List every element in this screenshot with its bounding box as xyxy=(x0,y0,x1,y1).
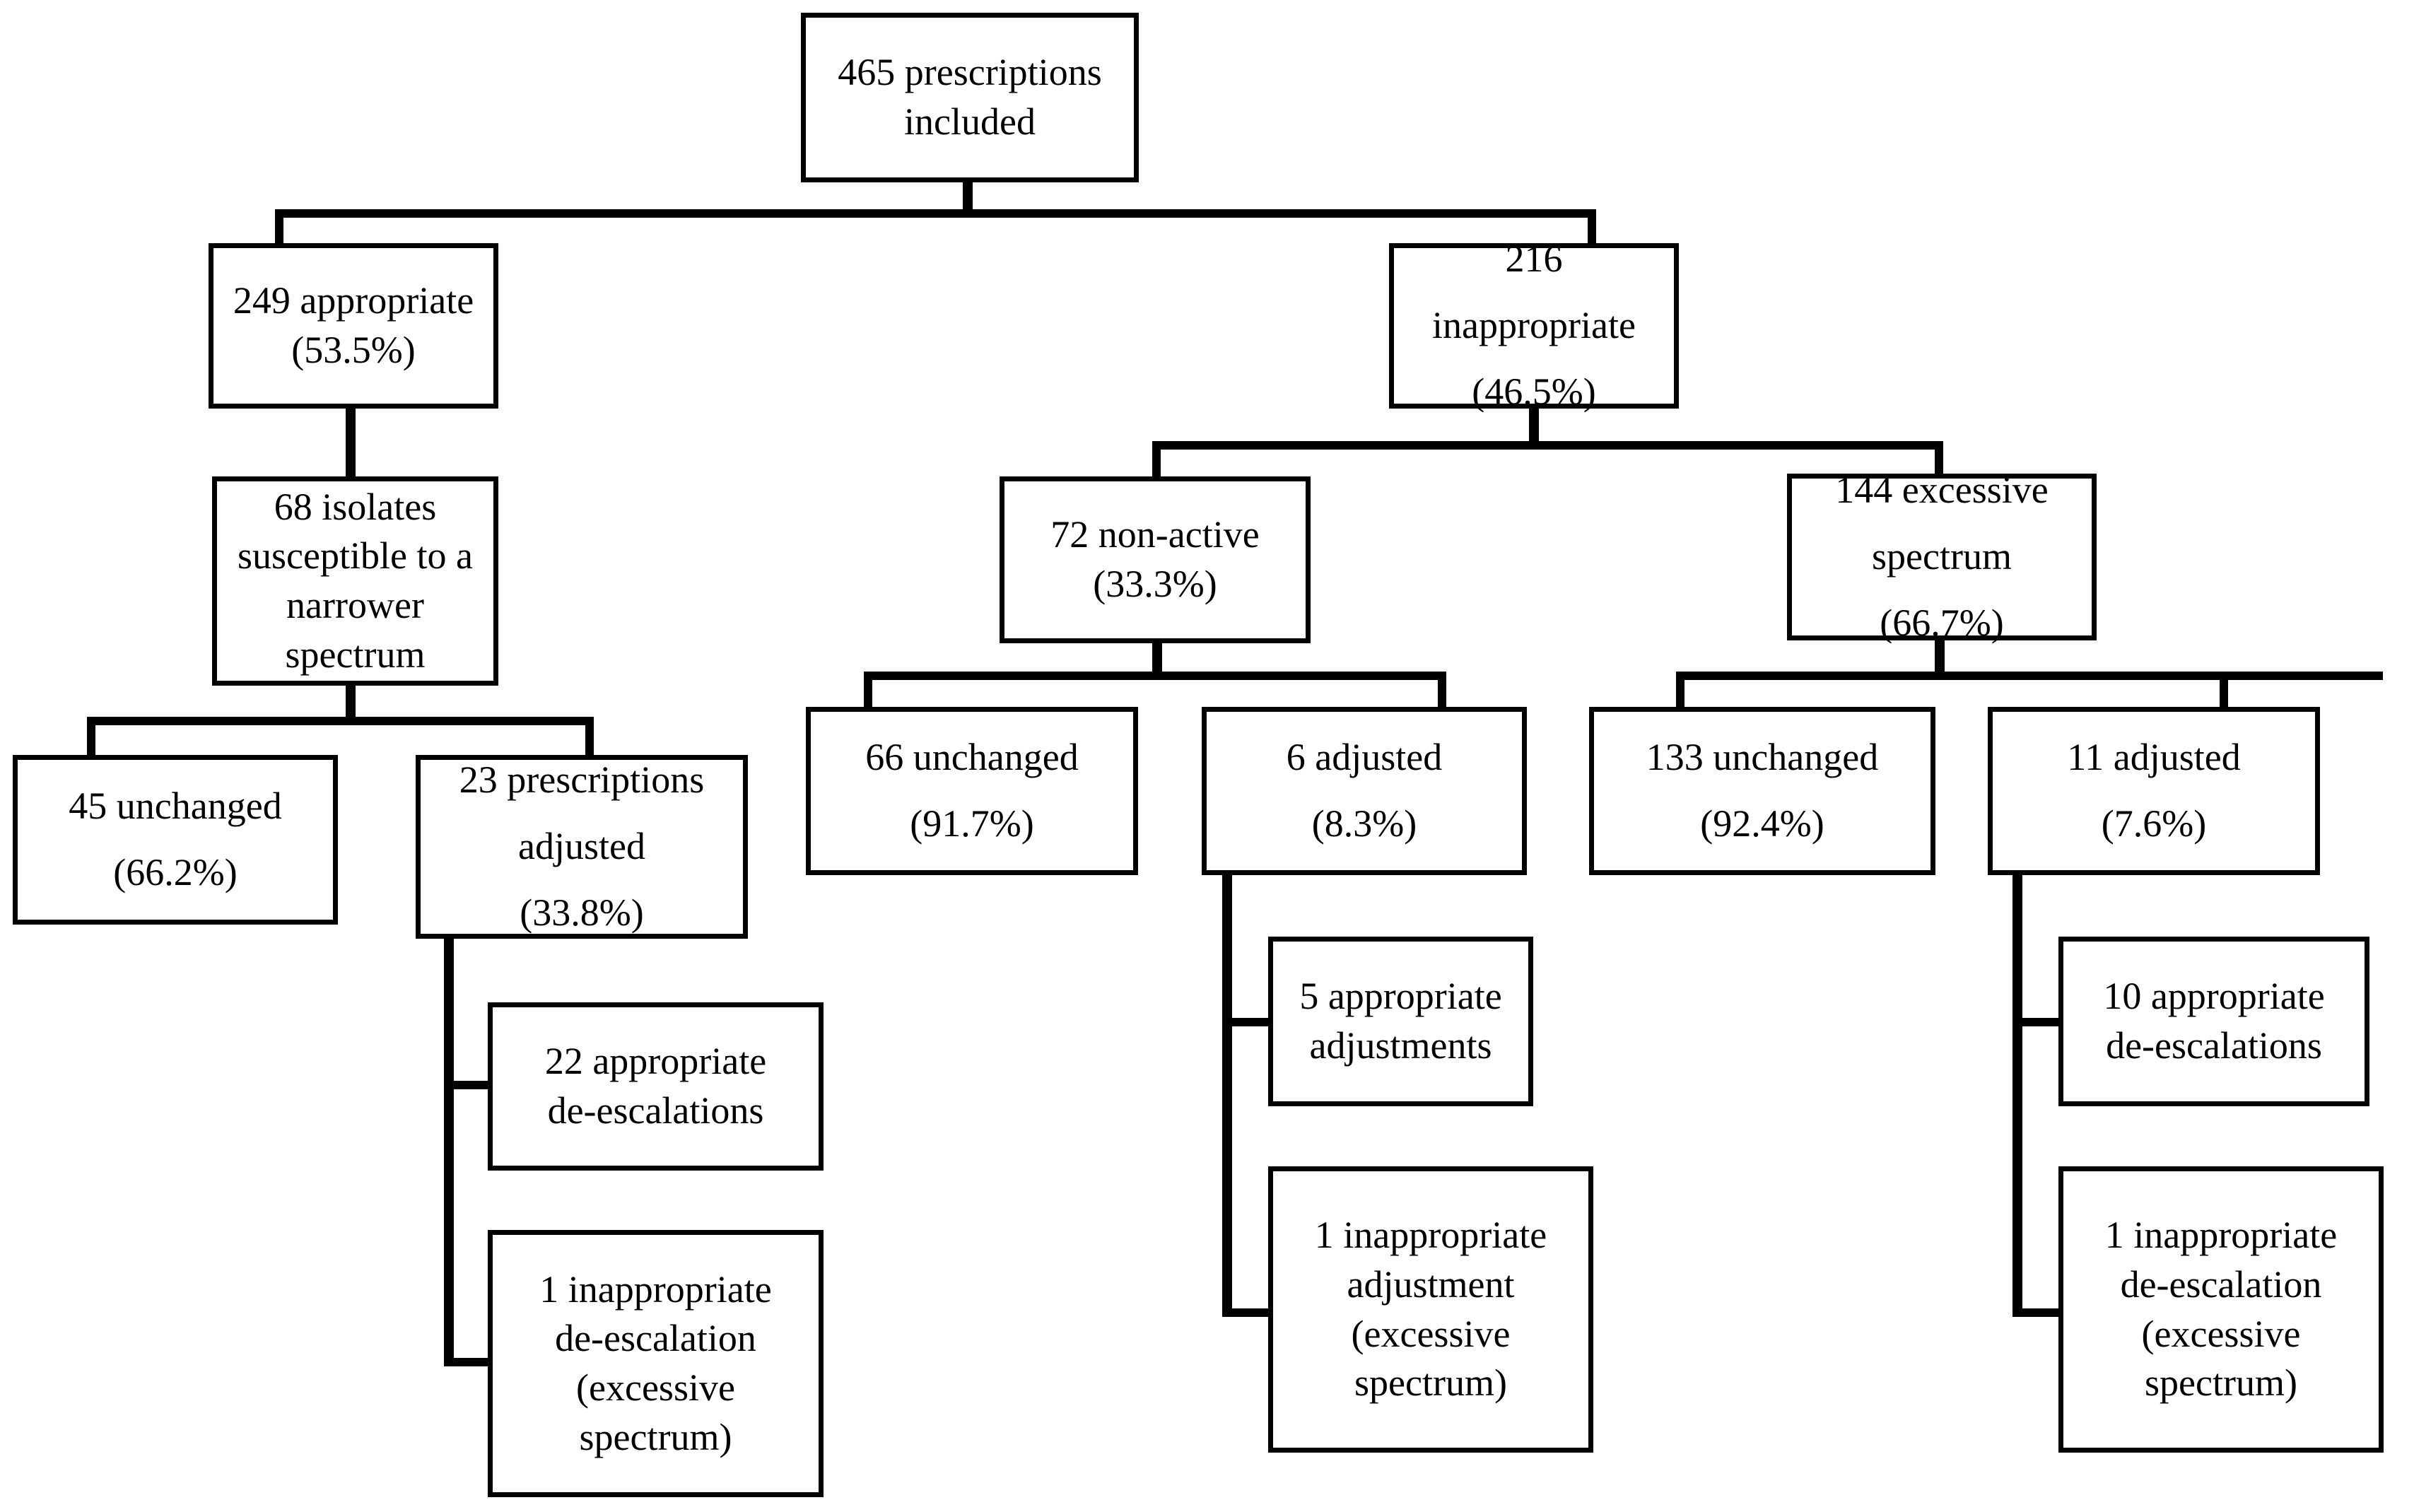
connector-nonactive-stem xyxy=(1152,642,1162,676)
appropriate-adjustments-5-box[interactable]: 5 appropriate adjustments xyxy=(1268,937,1533,1106)
node-line: 45 unchanged xyxy=(69,785,282,828)
node-line: de-escalations xyxy=(2106,1024,2322,1067)
node-line: 133 unchanged xyxy=(1646,736,1879,779)
connector-root-bar xyxy=(275,209,1596,218)
connector-root-to-appropriate xyxy=(275,209,283,243)
connector-excessive-bar xyxy=(1676,672,2383,680)
connector-adjusted6-to-adj1 xyxy=(1222,1308,1273,1317)
node-line: (66.2%) xyxy=(113,851,238,893)
connector-adjusted6-stem xyxy=(1222,873,1232,1317)
connector-inappropriate-stem xyxy=(1529,409,1539,445)
connector-isolates-bar xyxy=(87,717,594,725)
connector-nonactive-to-unchanged66 xyxy=(864,672,872,708)
connector-inappropriate-to-excessive xyxy=(1935,441,1943,476)
node-line: included xyxy=(904,100,1036,143)
connector-inappropriate-bar xyxy=(1152,441,1943,450)
node-line: 66 unchanged xyxy=(865,736,1079,779)
narrower-unchanged-box[interactable]: 45 unchanged (66.2%) xyxy=(13,755,338,925)
inappropriate-de-escalation-1-left-box[interactable]: 1 inappropriate de-escalation (excessive… xyxy=(488,1230,824,1497)
connector-adjusted6-to-adj5 xyxy=(1222,1018,1273,1026)
node-line: susceptible to a xyxy=(238,534,473,578)
connector-inappropriate-to-nonactive xyxy=(1152,441,1161,476)
node-line: 23 prescriptions xyxy=(459,758,705,802)
connector-nonactive-to-adjusted6 xyxy=(1438,672,1446,708)
node-line: adjustment xyxy=(1347,1262,1515,1306)
node-line: (excessive xyxy=(1351,1312,1511,1355)
connector-root-stem xyxy=(963,182,973,215)
inappropriate-prescriptions-box[interactable]: 216 inappropriate (46.5%) xyxy=(1389,238,1679,413)
node-line: de-escalation xyxy=(555,1317,756,1360)
excessive-unchanged-box[interactable]: 133 unchanged (92.4%) xyxy=(1589,707,1935,875)
connector-excessive-to-unchanged133 xyxy=(1676,672,1684,708)
non-active-unchanged-box[interactable]: 66 unchanged (91.7%) xyxy=(806,707,1138,875)
node-line: 5 appropriate xyxy=(1299,975,1502,1018)
narrower-adjusted-box[interactable]: 23 prescriptions adjusted (33.8%) xyxy=(416,755,748,939)
connector-adjusted23-stem xyxy=(444,932,454,1366)
node-line: (91.7%) xyxy=(910,802,1034,845)
node-line: spectrum xyxy=(1872,535,2012,578)
node-line: inappropriate xyxy=(1432,304,1636,347)
node-line: 6 adjusted xyxy=(1286,736,1443,779)
node-line: 144 excessive xyxy=(1835,469,2049,512)
excessive-spectrum-box[interactable]: 144 excessive spectrum (66.7%) xyxy=(1787,469,2097,644)
node-line: de-escalation xyxy=(2120,1262,2322,1306)
connector-adjusted11-to-deesc10 xyxy=(2012,1018,2063,1026)
node-line: narrower xyxy=(286,584,424,626)
node-line: 1 inappropriate xyxy=(539,1267,772,1311)
appropriate-prescriptions-box[interactable]: 249 appropriate (53.5%) xyxy=(209,243,498,409)
node-line: 216 xyxy=(1505,238,1563,281)
connector-adjusted23-to-deesc22 xyxy=(444,1081,493,1089)
non-active-adjusted-box[interactable]: 6 adjusted (8.3%) xyxy=(1202,707,1527,875)
non-active-box[interactable]: 72 non-active (33.3%) xyxy=(1000,476,1311,643)
connector-root-to-inappropriate xyxy=(1588,209,1596,243)
node-line: (66.7%) xyxy=(1880,601,2004,644)
node-line: spectrum) xyxy=(579,1415,732,1458)
excessive-adjusted-box[interactable]: 11 adjusted (7.6%) xyxy=(1988,707,2320,875)
inappropriate-de-escalation-1-right-box[interactable]: 1 inappropriate de-escalation (excessive… xyxy=(2058,1166,2384,1453)
connector-excessive-stem xyxy=(1935,638,1945,675)
connector-appropriate-to-isolates xyxy=(346,407,356,476)
node-line: (7.6%) xyxy=(2101,802,2207,845)
node-line: spectrum) xyxy=(2145,1361,2297,1405)
inappropriate-adjustment-1-box[interactable]: 1 inappropriate adjustment (excessive sp… xyxy=(1268,1166,1593,1453)
node-line: de-escalations xyxy=(547,1089,764,1132)
node-line: 465 prescriptions xyxy=(838,51,1102,94)
node-line: (excessive xyxy=(576,1366,735,1409)
node-line: (53.5%) xyxy=(291,329,416,371)
connector-adjusted23-to-deesc1left xyxy=(444,1358,493,1366)
connector-isolates-stem xyxy=(346,684,356,721)
node-line: (33.3%) xyxy=(1093,563,1217,605)
connector-nonactive-bar xyxy=(864,672,1446,680)
connector-isolates-to-adjusted23 xyxy=(585,717,594,758)
total-prescriptions-box[interactable]: 465 prescriptions included xyxy=(801,13,1139,182)
node-line: 72 non-active xyxy=(1050,513,1260,556)
node-line: adjustments xyxy=(1309,1024,1492,1067)
connector-adjusted11-to-deesc1right xyxy=(2012,1308,2063,1317)
appropriate-de-escalations-10-box[interactable]: 10 appropriate de-escalations xyxy=(2058,937,2369,1106)
node-line: (92.4%) xyxy=(1700,802,1824,845)
node-line: spectrum xyxy=(285,633,426,676)
isolates-susceptible-narrower-box[interactable]: 68 isolates susceptible to a narrower sp… xyxy=(212,476,498,686)
node-line: 1 inappropriate xyxy=(1314,1214,1547,1257)
node-line: (8.3%) xyxy=(1311,802,1417,845)
connector-adjusted11-stem xyxy=(2012,873,2022,1317)
node-line: (excessive xyxy=(2141,1312,2301,1355)
node-line: 11 adjusted xyxy=(2067,736,2241,779)
node-line: (33.8%) xyxy=(520,891,644,934)
node-line: 22 appropriate xyxy=(544,1040,767,1083)
node-line: adjusted xyxy=(518,825,645,868)
appropriate-de-escalations-22-box[interactable]: 22 appropriate de-escalations xyxy=(488,1002,824,1171)
node-line: spectrum) xyxy=(1354,1361,1507,1405)
connector-isolates-to-unchanged45 xyxy=(87,717,95,758)
node-line: 249 appropriate xyxy=(233,279,474,322)
node-line: (46.5%) xyxy=(1472,370,1596,413)
node-line: 1 inappropriate xyxy=(2104,1214,2338,1257)
connector-excessive-to-adjusted11 xyxy=(2220,672,2228,708)
node-line: 10 appropriate xyxy=(2103,975,2325,1018)
node-line: 68 isolates xyxy=(274,485,437,528)
